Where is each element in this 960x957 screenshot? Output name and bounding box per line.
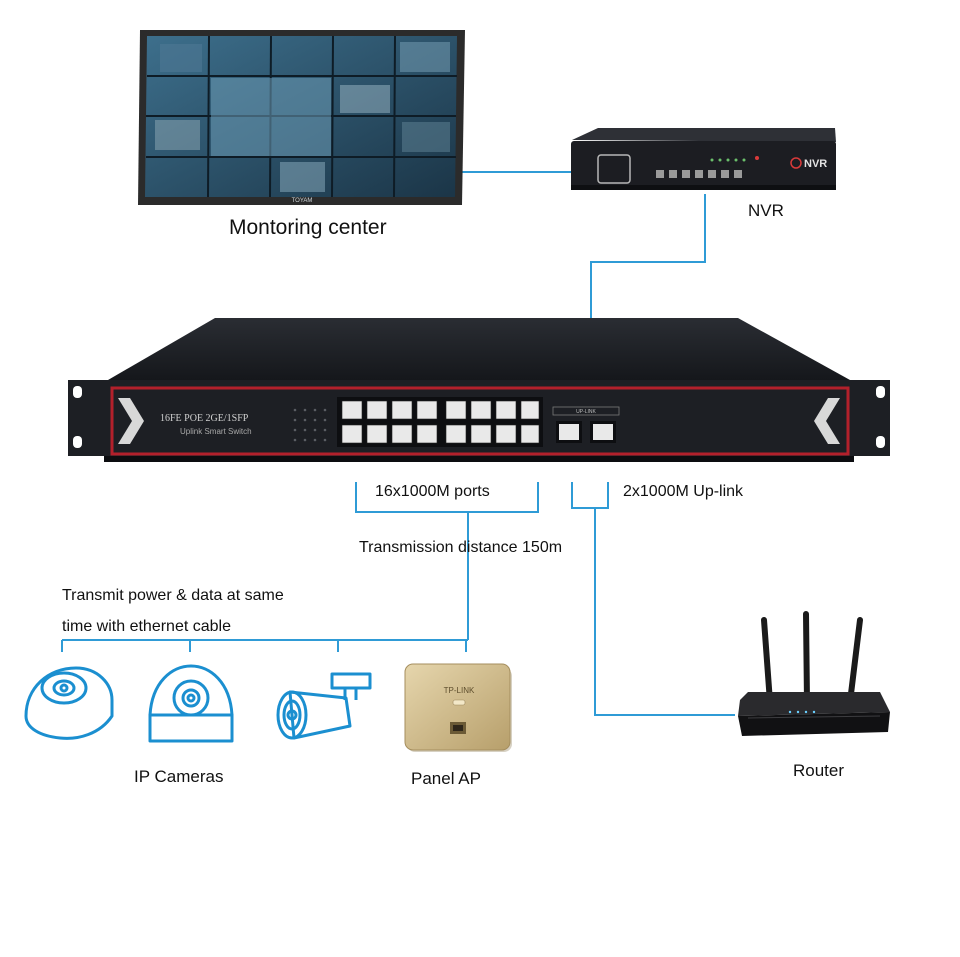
- router-device: [738, 611, 890, 736]
- panel-ap-device: TP-LINK: [404, 663, 512, 752]
- panel-ap-brand-text: TP-LINK: [444, 686, 475, 695]
- transmit-label-line2: time with ethernet cable: [62, 618, 231, 635]
- switch-model-text: 16FE POE 2GE/1SFP: [160, 413, 249, 424]
- uplink-bracket: [571, 482, 609, 509]
- ip-camera-bullet-icon: [276, 672, 372, 740]
- transmit-label-line1: Transmit power & data at same: [62, 587, 284, 604]
- ip-cameras-label: IP Cameras: [134, 767, 224, 786]
- uplink-tag-text: UP-LINK: [576, 409, 596, 415]
- link-uplink-router: [594, 508, 735, 716]
- ip-camera-dome-icon: [24, 666, 114, 740]
- switch-subtitle-text: Uplink Smart Switch: [180, 427, 252, 436]
- ip-camera-ceiling-icon: [148, 664, 234, 743]
- uplink-label: 2x1000M Up-link: [623, 483, 744, 500]
- monitor-brand-text: TOYAM: [292, 198, 313, 204]
- router-label: Router: [793, 761, 845, 780]
- link-nvr-switch: [590, 194, 706, 370]
- nvr-brand-text: NVR: [804, 158, 827, 170]
- nvr-device: NVR: [571, 128, 836, 190]
- nvr-label: NVR: [748, 201, 784, 220]
- ports-bracket: [355, 482, 539, 513]
- switch-ports: [337, 397, 543, 447]
- switch-uplink-ports: UP-LINK: [552, 406, 620, 443]
- monitoring-center-screen: TOYAM: [138, 30, 465, 205]
- connector-lines: [61, 171, 735, 716]
- poe-switch: 16FE POE 2GE/1SFP Uplink Smart Switch: [68, 318, 890, 462]
- monitoring-center-label: Montoring center: [229, 216, 387, 239]
- ports-label: 16x1000M ports: [375, 483, 490, 500]
- panel-ap-label: Panel AP: [411, 769, 481, 788]
- distance-label: Transmission distance 150m: [359, 539, 563, 556]
